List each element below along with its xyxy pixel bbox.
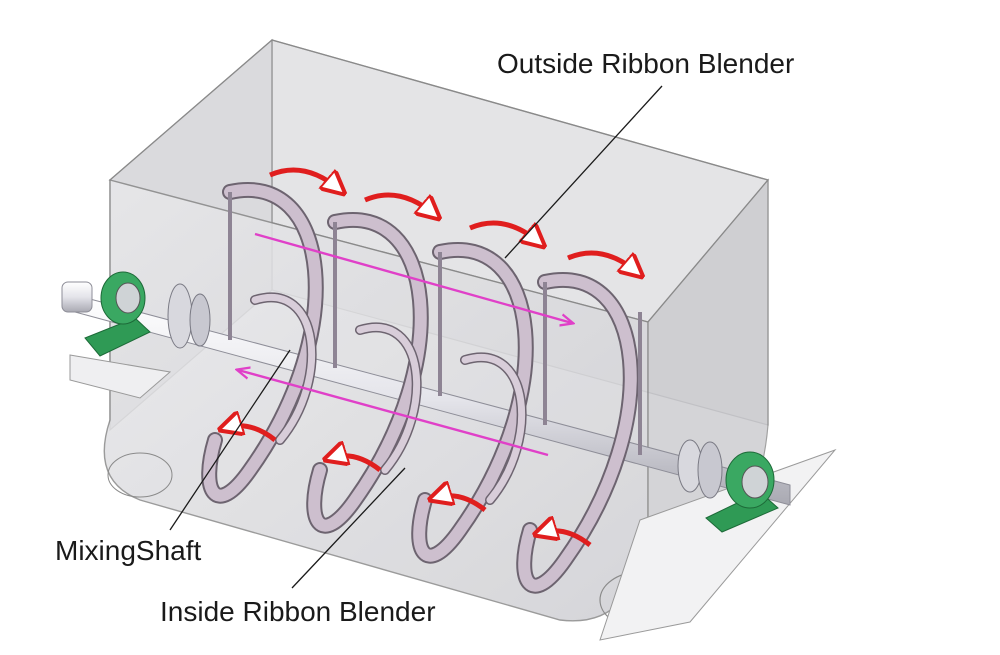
red-flow-arrow-icon — [269, 167, 638, 273]
inside-ribbon-label: Inside Ribbon Blender — [160, 596, 436, 627]
ribbon-spokes — [228, 192, 642, 455]
red-flow-arrow-icon — [225, 426, 592, 547]
bearing-block-left-icon — [84, 271, 151, 357]
outside-ribbon — [201, 182, 639, 594]
outside-ribbon-label: Outside Ribbon Blender — [497, 48, 794, 79]
leader-lines — [169, 85, 663, 589]
mixing-shaft-label: MixingShaft — [55, 535, 202, 566]
magenta-axial-arrow-icon — [238, 232, 572, 457]
inside-ribbon — [250, 292, 527, 505]
bearing-block-right-icon — [705, 451, 779, 533]
